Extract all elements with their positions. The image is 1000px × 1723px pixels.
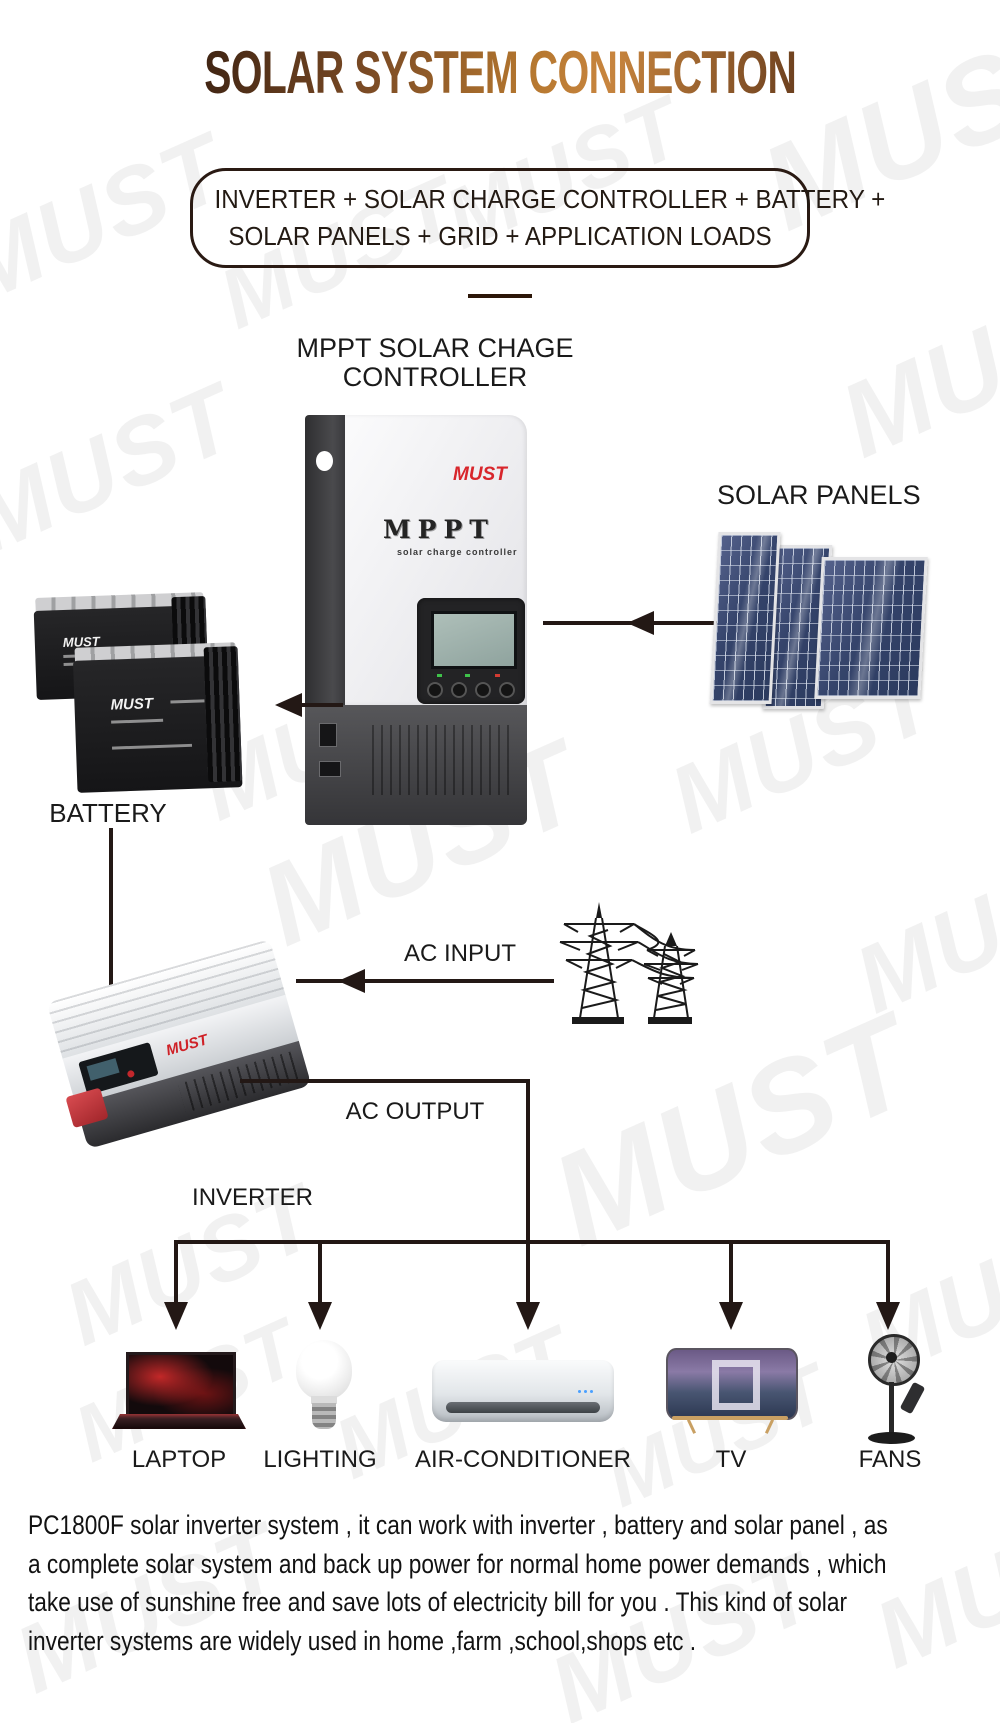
grid-to-inverter-arrowhead-icon <box>338 969 365 993</box>
ac-output-label: AC OUTPUT <box>345 1098 485 1125</box>
controller-subtitle-text: solar charge controller <box>397 547 518 557</box>
solar-panel-1 <box>709 532 781 704</box>
poster-header: SOLAR SYSTEM CONNECTION <box>0 38 1000 107</box>
battery-label: BATTERY <box>49 798 167 828</box>
arrowhead-to-fans-icon <box>876 1302 900 1330</box>
description-line-1: PC1800F solar inverter system , it can w… <box>28 1510 888 1540</box>
controller-label-line2: CONTROLLER <box>342 362 528 392</box>
inverter-device: MUST <box>46 938 312 1185</box>
grid-to-inverter-line <box>296 979 554 983</box>
controller-to-battery-line <box>280 703 343 707</box>
controller-led-green <box>437 674 442 677</box>
controller-label-line1: MPPT SOLAR CHAGE <box>296 333 574 363</box>
load-label-air-conditioner: AIR-CONDITIONER <box>415 1446 631 1473</box>
load-label-laptop: LAPTOP <box>131 1446 227 1473</box>
load-bus-line <box>174 1240 890 1244</box>
controller-button-menu <box>427 682 443 698</box>
fan-remote-control <box>899 1381 926 1415</box>
must-watermark: MUST <box>840 824 1000 1034</box>
arrowhead-to-air-conditioner-icon <box>516 1302 540 1330</box>
light-bulb-neck <box>311 1396 337 1404</box>
system-components-box: INVERTER + SOLAR CHARGE CONTROLLER + BAT… <box>190 168 886 268</box>
inverter-body: MUST <box>46 938 312 1150</box>
controller-lcd-screen <box>431 611 517 669</box>
tv-leg <box>686 1419 697 1434</box>
divider-line <box>468 294 532 298</box>
controller-port <box>319 761 341 777</box>
mppt-controller-device: MUST MPPT solar charge controller <box>305 415 527 825</box>
drop-line-fans <box>886 1240 890 1306</box>
light-bulb-icon <box>296 1340 352 1400</box>
page-title: SOLAR SYSTEM CONNECTION <box>204 39 797 106</box>
must-watermark: MUST <box>0 364 252 574</box>
drop-line-laptop <box>174 1240 178 1306</box>
controller-bottom-vents <box>365 725 513 795</box>
components-line-1: INVERTER + SOLAR CHARGE CONTROLLER + BAT… <box>214 184 886 214</box>
description-line-2: a complete solar system and back up powe… <box>28 1548 887 1579</box>
inverter-brand-logo: MUST <box>164 1031 210 1060</box>
controller-button-up <box>451 682 467 698</box>
controller-port <box>319 723 337 747</box>
laptop-base <box>112 1414 246 1429</box>
controller-led-red <box>495 674 500 677</box>
solar-panels-label: SOLAR PANELS <box>717 480 921 510</box>
load-label-lighting: LIGHTING <box>263 1446 377 1473</box>
description-line-3: take use of sunshine free and save lots … <box>28 1587 847 1617</box>
controller-mppt-text: MPPT <box>383 515 495 544</box>
inverter-lcd <box>86 1058 120 1081</box>
air-conditioner-led <box>584 1390 587 1393</box>
arrowhead-to-lighting-icon <box>308 1302 332 1330</box>
power-grid-tower-icon <box>559 902 699 1024</box>
controller-label: MPPT SOLAR CHAGE CONTROLLER <box>285 334 585 392</box>
must-watermark: MUST <box>824 248 1000 481</box>
light-bulb-screw-base <box>312 1403 336 1429</box>
battery-terminals <box>203 646 243 783</box>
controller-brand-logo: MUST <box>453 464 507 485</box>
inverter-label: INVERTER <box>192 1184 313 1211</box>
components-line-2: SOLAR PANELS + GRID + APPLICATION LOADS <box>228 221 772 251</box>
controller-led-green <box>465 674 470 677</box>
fan-hub <box>886 1352 897 1363</box>
arrowhead-to-tv-icon <box>719 1302 743 1330</box>
solar-panel-3 <box>814 557 928 699</box>
load-label-fans: FANS <box>858 1446 922 1473</box>
fan-pole <box>889 1382 894 1434</box>
arrowhead-to-laptop-icon <box>164 1302 188 1330</box>
description-paragraph: PC1800F solar inverter system , it can w… <box>28 1506 988 1660</box>
controller-button-down <box>475 682 491 698</box>
must-watermark: MUST <box>845 1189 1000 1399</box>
drop-line-lighting <box>318 1240 322 1306</box>
controller-bottom-section <box>305 705 527 825</box>
ac-input-label: AC INPUT <box>403 940 516 967</box>
panels-to-controller-arrowhead-icon <box>627 611 654 635</box>
inverter-indicator-light <box>126 1069 136 1079</box>
laptop-icon <box>126 1352 236 1420</box>
air-conditioner-vent <box>446 1402 600 1413</box>
load-label-tv: TV <box>715 1446 747 1473</box>
controller-mount-hole <box>316 451 333 471</box>
controller-button-enter <box>499 682 515 698</box>
drop-line-tv <box>729 1240 733 1306</box>
fan-base <box>868 1432 915 1444</box>
ac-output-feed-line <box>526 1079 530 1244</box>
controller-to-battery-arrowhead-icon <box>275 693 302 717</box>
tv-leg <box>764 1419 775 1434</box>
drop-line-air-conditioner <box>526 1240 530 1306</box>
air-conditioner-led <box>578 1390 581 1393</box>
inverter-ac-output-line <box>240 1079 530 1083</box>
controller-display-module <box>417 598 525 704</box>
air-conditioner-led <box>590 1390 593 1393</box>
description-line-4: inverter systems are widely used in home… <box>28 1625 697 1656</box>
air-conditioner-icon <box>432 1360 614 1422</box>
battery-front: MUST <box>72 642 243 793</box>
tv-bottom-bezel <box>672 1416 788 1420</box>
tv-screen-picture <box>712 1360 760 1410</box>
tv-icon <box>666 1348 798 1420</box>
battery-to-inverter-line <box>109 828 113 1038</box>
battery-brand-logo: MUST <box>110 695 154 714</box>
